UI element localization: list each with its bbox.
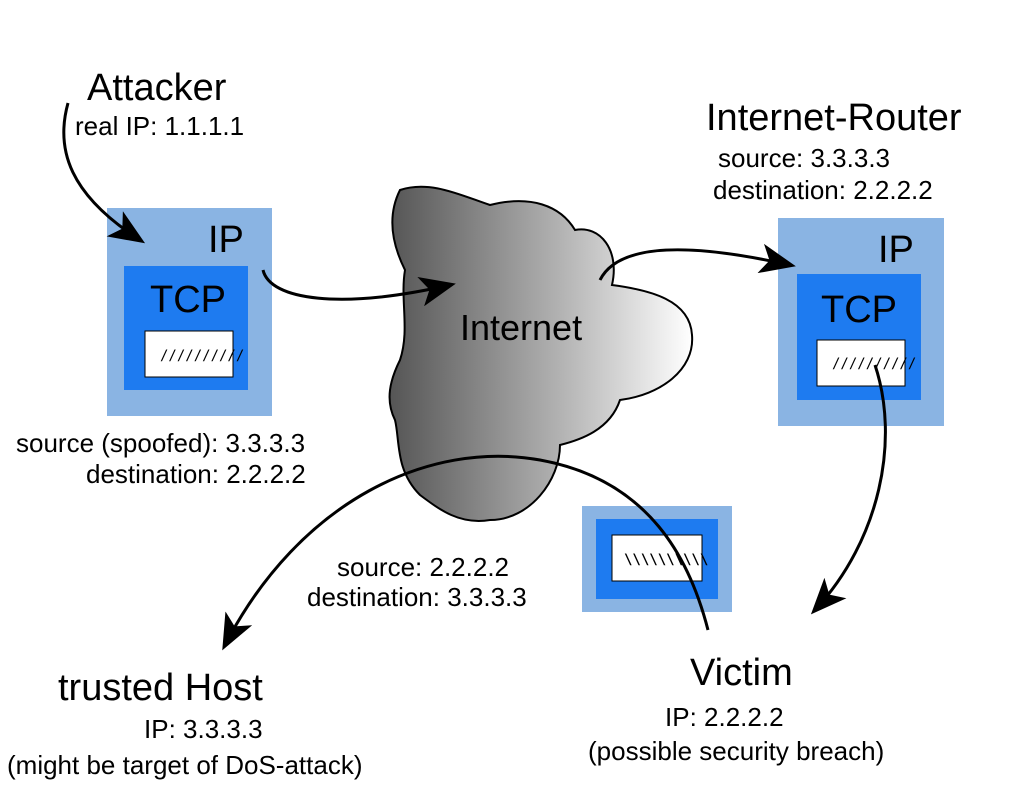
- trusted-host-note: (might be target of DoS-attack): [7, 750, 362, 780]
- attacker-ip-label: IP: [208, 219, 244, 261]
- attacker-source: source (spoofed): 3.3.3.3: [16, 428, 305, 458]
- victim-note: (possible security breach): [588, 736, 884, 766]
- attacker-tcp-label: TCP: [150, 279, 226, 321]
- reply-packet: \\\\\\\\\\: [582, 506, 732, 612]
- victim-title: Victim: [690, 652, 793, 694]
- victim-node: Victim IP: 2.2.2.2 (possible security br…: [588, 652, 884, 766]
- router-payload-text: //////////: [832, 356, 916, 372]
- router-destination: destination: 2.2.2.2: [713, 175, 933, 205]
- router-payload: [816, 339, 906, 387]
- victim-to-trusted-host-arrow: [222, 454, 710, 651]
- victim-ip: IP: 2.2.2.2: [665, 702, 784, 732]
- arrows: [62, 102, 887, 651]
- router-ip-label: IP: [878, 229, 914, 271]
- packet-to-internet-arrow: [261, 269, 456, 307]
- reply-destination: destination: 3.3.3.3: [307, 582, 527, 612]
- router-source: source: 3.3.3.3: [718, 143, 890, 173]
- trusted-host-node: trusted Host IP: 3.3.3.3 (might be targe…: [7, 667, 362, 780]
- router-node: Internet-Router source: 3.3.3.3 destinat…: [706, 97, 962, 205]
- reply-payload-text: \\\\\\\\\\: [624, 552, 708, 568]
- trusted-host-ip: IP: 3.3.3.3: [144, 714, 263, 744]
- attacker-title: Attacker: [87, 67, 227, 109]
- trusted-host-title: trusted Host: [58, 667, 263, 709]
- attacker-payload-text: //////////: [160, 348, 244, 364]
- attacker-payload: [144, 330, 234, 378]
- attacker-to-packet-arrow: [62, 102, 146, 244]
- router-title: Internet-Router: [706, 97, 962, 139]
- router-packet: IP TCP //////////: [778, 218, 944, 426]
- internet-to-router-arrow: [598, 243, 796, 281]
- internet-label: Internet: [460, 307, 582, 348]
- router-to-victim-arrow: [810, 364, 887, 615]
- router-tcp-label: TCP: [821, 289, 897, 331]
- cloud-shape: [388, 185, 694, 522]
- attacker-packet: IP TCP //////////: [107, 208, 272, 416]
- attacker-real-ip: real IP: 1.1.1.1: [75, 111, 244, 141]
- reply-source: source: 2.2.2.2: [337, 552, 509, 582]
- attacker-destination: destination: 2.2.2.2: [86, 459, 306, 489]
- internet-cloud: Internet: [388, 185, 694, 522]
- attacker-node: Attacker real IP: 1.1.1.1: [75, 67, 244, 141]
